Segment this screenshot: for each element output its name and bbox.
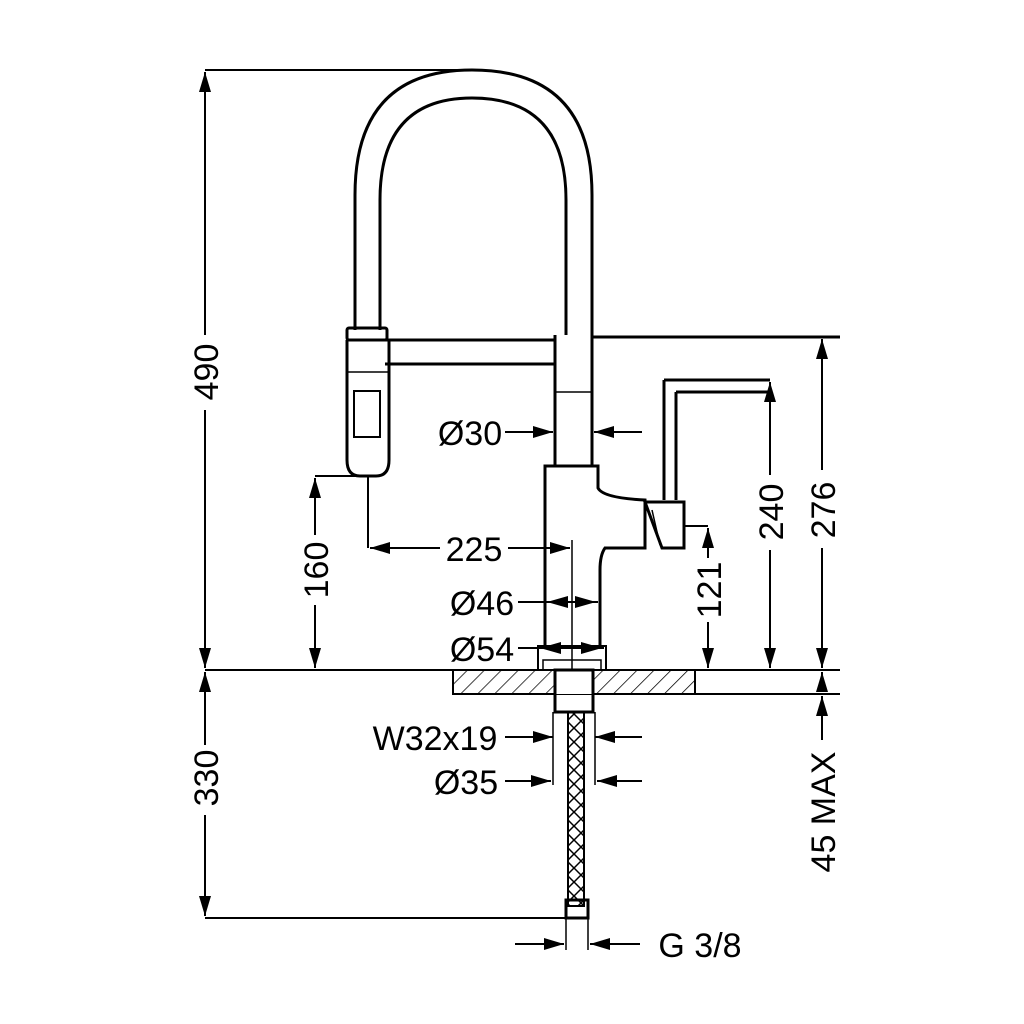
dim-240: 240	[753, 382, 791, 668]
dim-160: 160	[298, 475, 360, 668]
dim-dia-30: Ø30	[438, 415, 642, 453]
dim-330: 330	[188, 672, 580, 919]
dim-225-label: 225	[446, 531, 503, 569]
dim-45-max: 45 MAX	[805, 672, 843, 872]
dim-dia-54-label: Ø54	[450, 631, 514, 669]
dim-45-max-label: 45 MAX	[805, 752, 843, 873]
dim-w32x19-label: W32x19	[373, 720, 498, 758]
dim-490: 490	[188, 69, 472, 668]
dim-121-label: 121	[691, 562, 729, 619]
dim-490-label: 490	[188, 344, 226, 401]
dim-dia-46-label: Ø46	[450, 585, 514, 623]
faucet-body	[543, 464, 647, 646]
dim-dia-35-label: Ø35	[434, 764, 498, 802]
shank	[553, 668, 595, 920]
dim-276-label: 276	[805, 482, 843, 539]
dim-dia-35: Ø35	[434, 745, 642, 802]
dim-dia-30-label: Ø30	[438, 415, 502, 453]
dim-330-label: 330	[188, 750, 226, 807]
dim-w32x19: W32x19	[373, 712, 642, 758]
dim-g-3-8: G 3/8	[515, 918, 742, 965]
gooseneck	[353, 68, 594, 335]
dim-g-3-8-label: G 3/8	[658, 927, 741, 965]
dim-121: 121	[684, 525, 729, 668]
dim-276: 276	[805, 339, 843, 668]
counter-top	[205, 669, 840, 695]
spray-arm	[385, 335, 840, 366]
dim-dia-54: Ø54	[450, 631, 604, 669]
spout-tube	[553, 335, 594, 466]
lever-handle	[642, 378, 770, 550]
dim-dia-46: Ø46	[450, 585, 598, 623]
spray-head	[345, 326, 391, 478]
dim-160-label: 160	[298, 542, 336, 599]
dim-225: 225	[367, 476, 573, 670]
dim-240-label: 240	[753, 484, 791, 541]
